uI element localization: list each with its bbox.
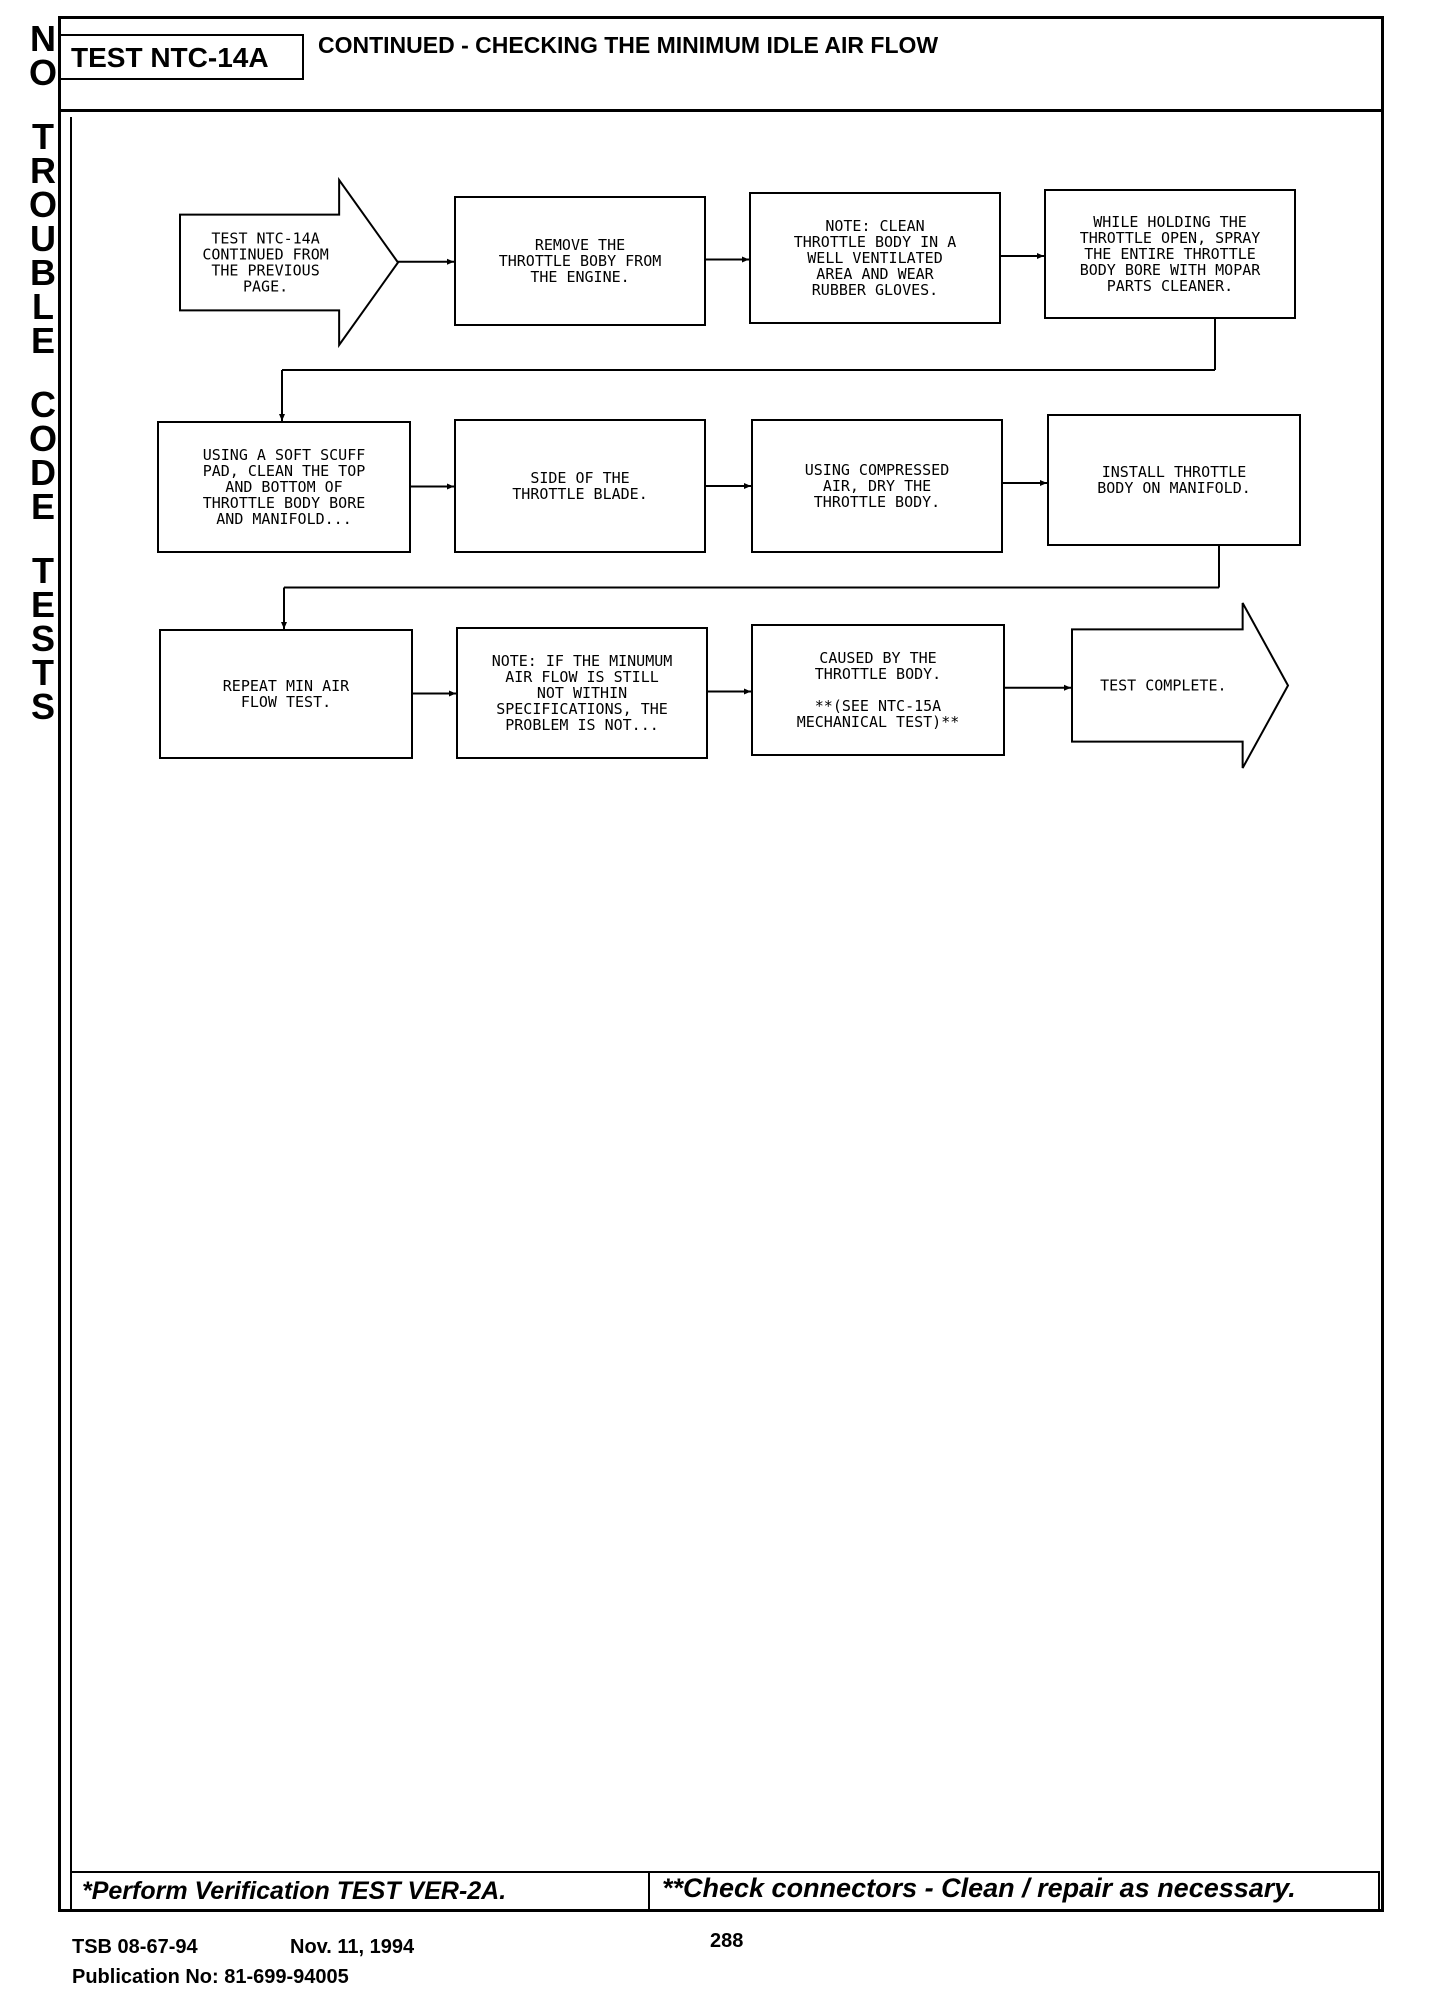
flow-step-text: THROTTLE BODY.	[814, 493, 940, 511]
side-letter: C	[30, 384, 56, 425]
side-letter: O	[28, 418, 57, 459]
flow-step-text: REMOVE THE	[535, 236, 625, 254]
flow-step-text: WELL VENTILATED	[807, 249, 942, 267]
flow-step-text: AREA AND WEAR	[816, 265, 934, 283]
flow-terminal-arrow	[1071, 602, 1290, 769]
flow-terminal-arrow	[179, 176, 400, 349]
side-letter: O	[28, 184, 57, 225]
flow-step-text: THE ENTIRE THROTTLE	[1084, 245, 1256, 263]
flow-step-text: THROTTLE OPEN, SPRAY	[1080, 229, 1261, 247]
side-letter: E	[30, 486, 55, 527]
flow-step-box	[751, 624, 1005, 756]
side-letter: U	[30, 218, 56, 259]
page-number: 288	[710, 1930, 744, 1952]
flow-step-text: SPECIFICATIONS, THE	[496, 700, 668, 718]
side-letter: R	[30, 150, 56, 191]
flow-step-text: SIDE OF THE	[530, 469, 629, 487]
side-letter: D	[30, 452, 56, 493]
flow-step-text: THROTTLE BODY.	[815, 665, 941, 683]
verification-note: *Perform Verification TEST VER-2A.	[82, 1877, 507, 1905]
page-title: CONTINUED - CHECKING THE MINIMUM IDLE AI…	[318, 32, 939, 58]
side-letter: B	[30, 252, 56, 293]
flow-step-text: TEST COMPLETE.	[1100, 677, 1226, 695]
flow-step-text: PAD, CLEAN THE TOP	[203, 462, 366, 480]
flow-step-text: CONTINUED FROM	[202, 246, 328, 264]
test-id-label: TEST NTC-14A	[59, 34, 304, 80]
flow-step-text: NOTE: IF THE MINUMUM	[492, 652, 673, 670]
side-letter: T	[32, 652, 54, 693]
inner-border	[70, 117, 72, 1881]
header-rule	[58, 109, 1384, 112]
side-letter: N	[30, 18, 56, 59]
side-letter: E	[30, 584, 55, 625]
flow-step-text: WHILE HOLDING THE	[1093, 213, 1247, 231]
flow-step-text: **(SEE NTC-15A	[815, 697, 941, 715]
flow-step-text: AND BOTTOM OF	[225, 478, 342, 496]
side-letter: O	[28, 52, 57, 93]
flow-step-text: AND MANIFOLD...	[216, 510, 351, 528]
flow-step-text: PROBLEM IS NOT...	[505, 716, 659, 734]
flow-step-text: CAUSED BY THE	[819, 649, 936, 667]
flow-step-text: THE ENGINE.	[530, 268, 629, 286]
flow-step-text: USING A SOFT SCUFF	[203, 446, 366, 464]
page-frame	[58, 16, 1384, 1912]
publication-number: Publication No: 81-699-94005	[72, 1966, 349, 1988]
side-letter: T	[32, 550, 54, 591]
flow-step-text: THROTTLE BOBY FROM	[499, 252, 662, 270]
flow-step-text: THROTTLE BLADE.	[512, 485, 647, 503]
flow-step-text: THE PREVIOUS	[211, 262, 319, 280]
flow-step-text: NOT WITHIN	[537, 684, 627, 702]
flow-step-box	[1047, 414, 1301, 546]
flow-step-text: THROTTLE BODY BORE	[203, 494, 366, 512]
flow-step-box	[454, 196, 706, 326]
footer-notes	[70, 1871, 1380, 1911]
flow-step-text: REPEAT MIN AIR	[223, 677, 350, 695]
tsb-number: TSB 08-67-94	[72, 1936, 198, 1958]
flow-step-text: AIR FLOW IS STILL	[505, 668, 659, 686]
publication-date: Nov. 11, 1994	[290, 1936, 415, 1958]
side-letter: T	[32, 116, 54, 157]
flow-step-box	[1044, 189, 1296, 319]
flow-step-box	[749, 192, 1001, 324]
flow-step-text: NOTE: CLEAN	[825, 217, 924, 235]
flow-step-text: AIR, DRY THE	[823, 477, 931, 495]
flow-step-box	[456, 627, 708, 759]
flow-step-text: PAGE.	[243, 278, 288, 296]
flow-step-text: RUBBER GLOVES.	[812, 281, 938, 299]
flow-step-text: BODY BORE WITH MOPAR	[1080, 261, 1262, 279]
flow-step-text: BODY ON MANIFOLD.	[1097, 479, 1251, 497]
flow-step-text: THROTTLE BODY IN A	[794, 233, 957, 251]
flow-step-text: TEST NTC-14A	[211, 230, 319, 248]
flow-step-text: USING COMPRESSED	[805, 461, 950, 479]
side-letter: S	[30, 618, 55, 659]
side-letter: L	[32, 286, 54, 327]
flow-step-text: FLOW TEST.	[241, 693, 331, 711]
footer-divider	[648, 1871, 650, 1911]
flow-step-text: MECHANICAL TEST)**	[797, 713, 960, 731]
flow-step-text: PARTS CLEANER.	[1107, 277, 1233, 295]
flow-step-text: INSTALL THROTTLE	[1102, 463, 1247, 481]
flow-step-box	[751, 419, 1003, 553]
flow-step-box	[159, 629, 413, 759]
side-letter: E	[30, 320, 55, 361]
connector-note: **Check connectors - Clean / repair as n…	[662, 1873, 1296, 1903]
flow-step-box	[454, 419, 706, 553]
side-letter: S	[30, 686, 55, 727]
flow-step-box	[157, 421, 411, 553]
